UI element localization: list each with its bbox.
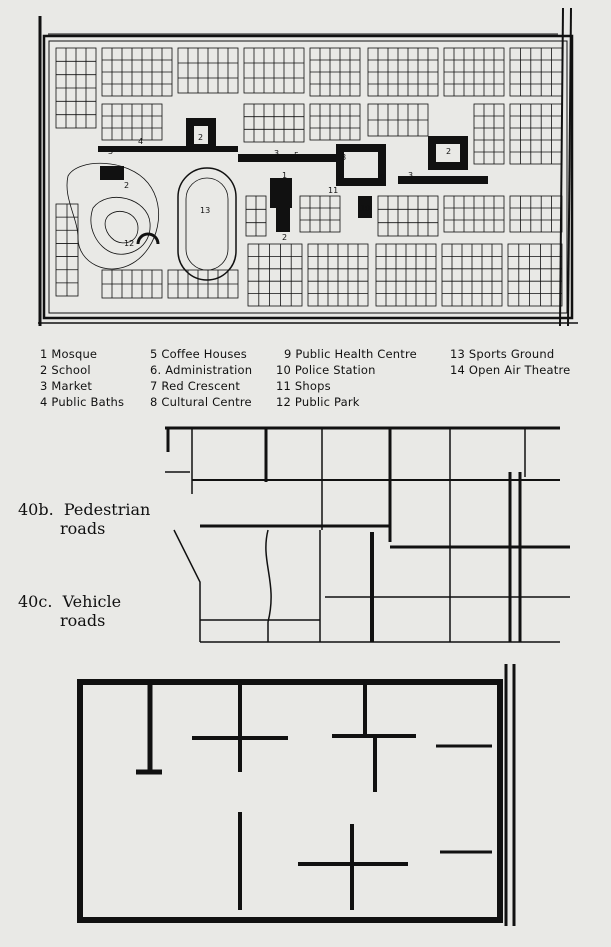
plan-number-label: 10 — [360, 204, 370, 213]
legend-item: 2 School — [40, 363, 91, 377]
plot-block — [309, 103, 361, 141]
plan-number-label: 3 — [274, 149, 279, 158]
legend-item: 3 Market — [40, 379, 93, 393]
legend-item: 6. Administration — [150, 363, 253, 377]
legend-item: 14 Open Air Theatre — [450, 363, 571, 377]
plan-number-label: 2 — [124, 181, 129, 190]
legend-item: 8 Cultural Centre — [150, 395, 252, 409]
plan-number-label: 5 — [294, 151, 299, 160]
legend-item: 13 Sports Ground — [450, 347, 555, 361]
plan-number-label: 9 — [380, 173, 385, 182]
legend-item: 7 Red Crescent — [150, 379, 241, 393]
legend-item: 12 Public Park — [276, 395, 360, 409]
caption-vehicle: 40c. Vehicle roads — [18, 592, 122, 630]
plan-number-label: 2 — [198, 133, 203, 142]
legend-item: 11 Shops — [276, 379, 331, 393]
plan-number-label: 1 — [282, 171, 287, 180]
plan-number-label: 4 — [138, 137, 143, 146]
plan-number-label: 3 — [108, 147, 113, 156]
legend: 1 Mosque 2 School 3 Market 4 Public Bath… — [40, 347, 600, 417]
plan-number-label: 8 — [341, 153, 346, 162]
plot-block — [247, 243, 303, 307]
plan-number-label: 2 — [446, 147, 451, 156]
caption-pedestrian: 40b. Pedestrian roads — [18, 500, 151, 538]
legend-item: 10 Police Station — [276, 363, 376, 377]
plan-number-label: 11 — [328, 186, 338, 195]
plot-block — [509, 103, 563, 165]
plot-block — [507, 243, 563, 307]
legend-item: 5 Coffee Houses — [150, 347, 247, 361]
plan-number-label: 3 — [408, 171, 413, 180]
plot-block — [473, 103, 505, 165]
legend-item: 9 Public Health Centre — [284, 347, 417, 361]
vehicle-roads-drawing — [77, 664, 516, 926]
plot-block — [509, 195, 563, 233]
plan-number-label: 2 — [282, 233, 287, 242]
vehicle-roads-diagram — [70, 660, 530, 930]
legend-item: 1 Mosque — [40, 347, 98, 361]
pedestrian-roads-diagram — [160, 422, 580, 650]
plan-number-label: 6 — [338, 173, 343, 182]
plan-number-label: 13 — [200, 206, 210, 215]
legend-item: 4 Public Baths — [40, 395, 125, 409]
pedestrian-roads-drawing — [165, 426, 570, 643]
plan-number-label: 12 — [124, 239, 134, 248]
